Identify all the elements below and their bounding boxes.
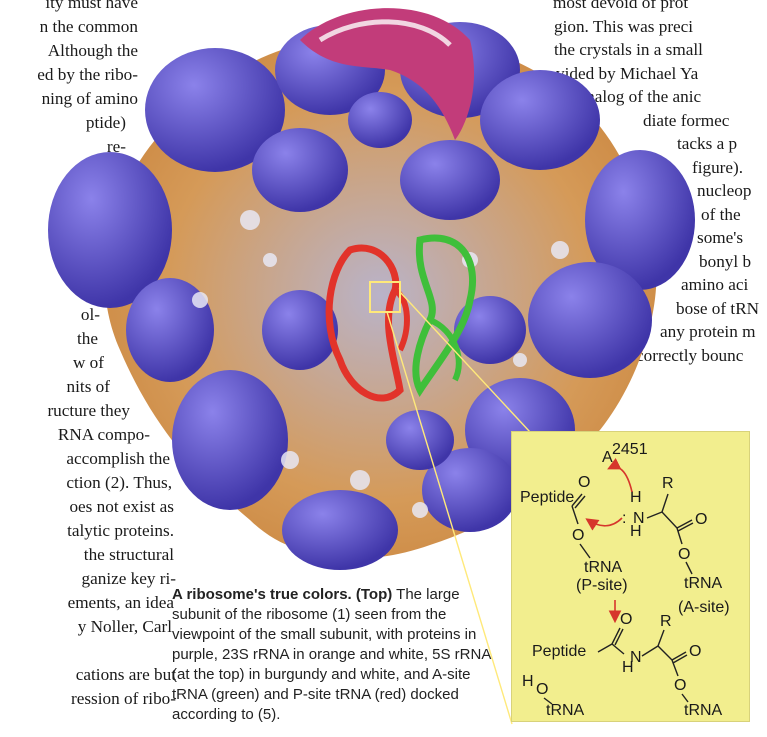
hydroxyl-h: H xyxy=(522,673,534,690)
lone-pair: : xyxy=(622,510,626,527)
left-column-line: ganize key ri- xyxy=(81,569,176,588)
nitrogen-bottom: N xyxy=(630,649,642,666)
left-column-line: accomplish the xyxy=(66,449,170,468)
right-column-line: gion. This was preci xyxy=(554,16,694,36)
right-column-line: tacks a p xyxy=(677,134,738,153)
left-column-line: ptide) xyxy=(85,113,126,132)
left-column-line: n the common xyxy=(39,17,138,36)
caption-body: The large subunit of the ribosome (1) se… xyxy=(172,586,491,723)
mechanism-panel: A 2451 Peptide O O tRNA (P-site) H H N :… xyxy=(511,431,750,722)
right-column-line: nucleop xyxy=(697,181,752,200)
left-column-line: ructure they xyxy=(47,401,130,420)
right-column-line: vided by Michael Ya xyxy=(556,63,699,83)
nitrogen-top: N xyxy=(633,510,645,527)
trna-bottom-left: tRNA xyxy=(546,702,585,719)
left-column-line: talytic proteins. xyxy=(67,521,174,540)
left-column-line: ol- xyxy=(80,305,100,324)
peptide-bottom-label: Peptide xyxy=(532,643,586,660)
h-on-n: H xyxy=(622,659,634,676)
right-column-line: most devoid of prot xyxy=(553,0,689,12)
a2451-superscript: 2451 xyxy=(612,441,648,458)
left-column-line: nits of xyxy=(66,377,110,396)
left-column-line: ity must have xyxy=(45,0,138,12)
p-site-label: (P-site) xyxy=(576,577,628,594)
right-column-line: of the xyxy=(701,204,741,224)
left-column-line: w of xyxy=(72,353,104,372)
a-site-label: (A-site) xyxy=(678,599,730,616)
oxygen-ester: O xyxy=(572,527,584,544)
right-column-line: some's xyxy=(697,228,744,247)
r-group-top: R xyxy=(662,475,674,492)
right-column-line: bonyl b xyxy=(699,251,752,271)
oxygen-bottom: O xyxy=(620,611,632,628)
oxygen-right: O xyxy=(695,511,707,528)
hydrogen-2: H xyxy=(630,523,642,540)
oxygen-right2: O xyxy=(678,546,690,563)
a2451-label: A xyxy=(602,449,613,466)
reaction-scheme: A 2451 Peptide O O tRNA (P-site) H H N :… xyxy=(520,441,730,719)
left-column-line: ction (2). Thus, xyxy=(66,473,172,492)
left-column-line: y Noller, Carl xyxy=(77,617,172,636)
left-column-line: Although the xyxy=(47,41,138,60)
figure-caption: A ribosome's true colors. (Top) The larg… xyxy=(172,585,508,725)
left-column-line: the xyxy=(77,329,98,348)
left-column-line: oes not exist as xyxy=(69,497,174,516)
peptide-top-label: Peptide xyxy=(520,489,574,506)
caption-title: A ribosome's true colors. (Top) xyxy=(172,586,393,603)
right-column-line: any protein m xyxy=(660,322,756,341)
right-column-line: bose of tRN xyxy=(676,298,760,318)
hydroxyl-o: O xyxy=(536,681,548,698)
left-column-line: ed by the ribo- xyxy=(37,65,138,84)
right-column-line: the crystals in a small xyxy=(554,40,703,59)
oxygen-b3: O xyxy=(674,677,686,694)
oxygen-top: O xyxy=(578,474,590,491)
hydrogen-1: H xyxy=(630,489,642,506)
left-column-line: RNA compo- xyxy=(57,425,150,444)
left-column-line: ression of ribo- xyxy=(70,689,176,708)
ribosome-large-subunit xyxy=(48,8,695,570)
left-column-line: re- xyxy=(106,137,126,156)
left-column-line: cations are but xyxy=(75,665,176,684)
right-column-line: amino aci xyxy=(681,275,749,294)
right-column-line: diate formec xyxy=(643,110,730,130)
left-column-line: ements, an idea xyxy=(67,593,174,612)
right-column-line: correctly bounc xyxy=(636,345,744,365)
left-column-line: the structural xyxy=(83,545,174,564)
r-group-bottom: R xyxy=(660,613,672,630)
right-column-line: figure). xyxy=(692,157,744,177)
oxygen-b2: O xyxy=(689,643,701,660)
left-column-line: ning of amino xyxy=(41,89,138,108)
trna-bottom-right: tRNA xyxy=(684,702,723,719)
trna-a-label: tRNA xyxy=(684,575,723,592)
trna-p-label: tRNA xyxy=(584,559,623,576)
